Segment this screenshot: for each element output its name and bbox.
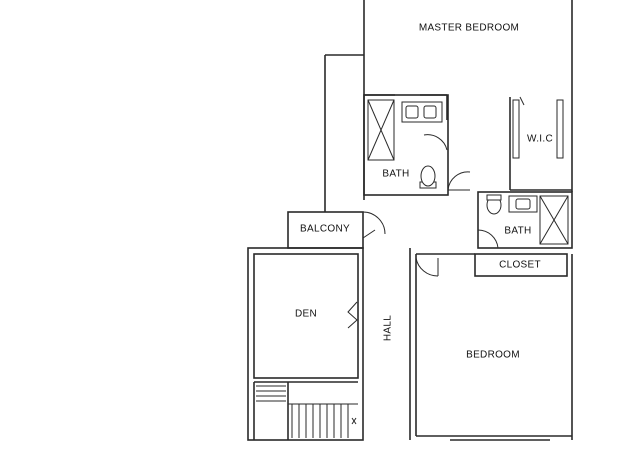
stair-tread: [351, 417, 357, 425]
master-bath: [363, 94, 449, 196]
den-walls: [247, 247, 364, 441]
room-label-master-bedroom: MASTER BEDROOM: [418, 22, 520, 34]
wic: [509, 96, 572, 191]
door-arc-master: [447, 171, 471, 191]
bedroom-walls: [409, 248, 573, 441]
room-label-wic: W.I.C: [527, 133, 553, 145]
room-label-den: DEN: [294, 308, 318, 320]
room-label-bedroom: BEDROOM: [466, 349, 520, 361]
bath2: [477, 191, 573, 249]
room-label-balcony: BALCONY: [300, 223, 350, 235]
room-label-master-bath: BATH: [382, 168, 410, 180]
room-label-closet: CLOSET: [499, 259, 541, 271]
closet-walls: [474, 253, 568, 277]
room-label-bath2: BATH: [504, 225, 532, 237]
room-label-hall: HALL: [382, 314, 394, 342]
stairs: [253, 381, 358, 440]
